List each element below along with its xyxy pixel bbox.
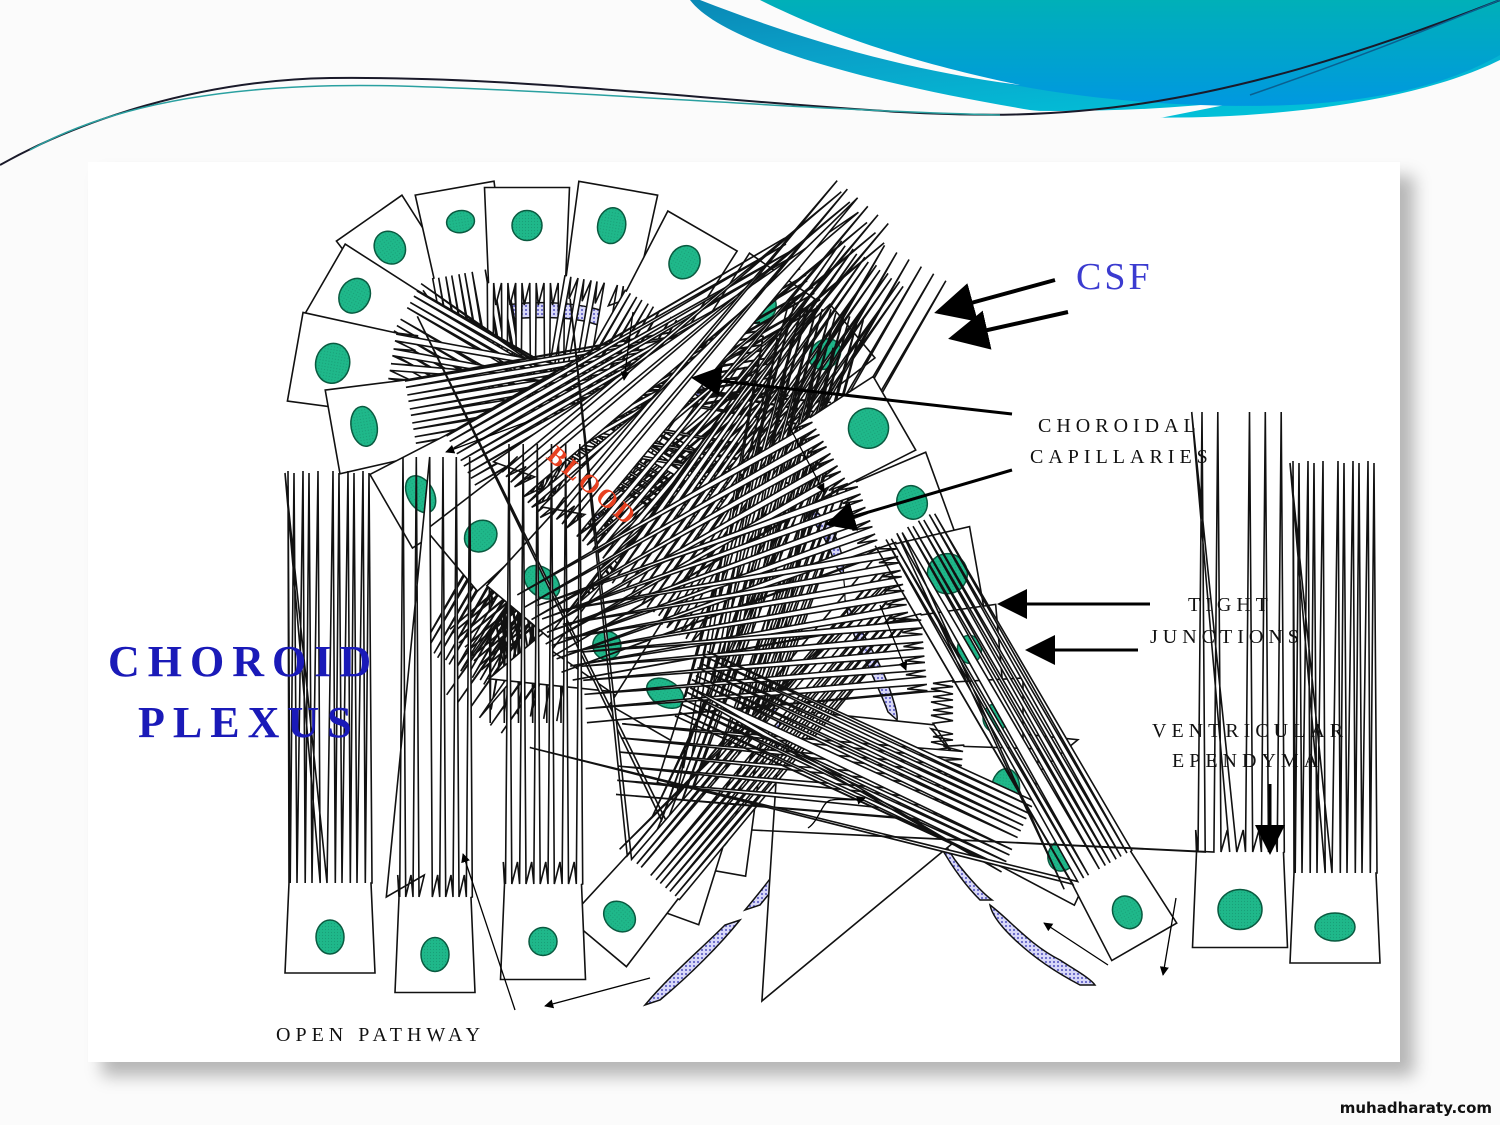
nucleus: [602, 900, 637, 933]
nucleus: [847, 407, 890, 449]
banner-line-2: [29, 84, 1001, 151]
cell-membrane: [499, 443, 587, 981]
csf-arrow: [934, 278, 1056, 322]
open-pathway-arrow: [461, 853, 516, 1011]
epithelial-cell: [516, 375, 917, 658]
nucleus: [1314, 912, 1356, 942]
nucleus: [350, 405, 379, 447]
open-pathway-arrow: [807, 795, 866, 829]
capillary-segment: [988, 903, 1097, 986]
csf-label: CSF: [1076, 256, 1153, 298]
epithelial-cells: [284, 180, 1381, 1003]
banner-wave-white: [0, 50, 1250, 170]
csf-arrow: [948, 310, 1069, 350]
cell-membrane: [560, 525, 986, 681]
title-choroid: CHOROID: [108, 637, 380, 686]
epithelial-cell: [1289, 460, 1381, 964]
nucleus: [314, 342, 351, 385]
cell-membrane: [385, 456, 476, 994]
epithelial-cell: [284, 470, 376, 974]
capillary-segment: [642, 918, 743, 1007]
cell-membrane: [284, 470, 376, 974]
title-plexus: PLEXUS: [138, 698, 360, 747]
epithelial-cell: [751, 411, 1289, 949]
choroidal-capillaries-label: CAPILLARIES: [1030, 446, 1213, 468]
flow-arrow: [879, 604, 908, 671]
open-pathway-label: OPEN PATHWAY: [276, 1024, 486, 1046]
banner-line-1: [0, 0, 1500, 166]
slide-banner: [0, 0, 1500, 180]
banner-white-swoosh: [700, 0, 1020, 85]
flow-arrow: [1043, 922, 1109, 966]
flow-arrow: [1159, 897, 1177, 976]
nucleus: [596, 207, 627, 245]
nucleus: [420, 936, 450, 973]
nucleus: [445, 209, 476, 234]
arrows: [445, 278, 1285, 1011]
flow-arrow: [445, 419, 533, 454]
epithelial-cell: [385, 456, 476, 994]
nucleus: [1217, 888, 1263, 931]
ventricular-ependyma-label: VENTRICULAR: [1152, 720, 1349, 742]
nucleus: [511, 209, 543, 242]
cell-membrane: [516, 375, 917, 658]
nucleus: [338, 277, 372, 314]
nucleus: [463, 519, 498, 553]
nucleus: [373, 230, 407, 265]
capillaries-pointer-arrow: [825, 468, 1013, 531]
watermark: muhadharaty.com: [1339, 1099, 1492, 1117]
choroidal-capillaries-label: CHOROIDAL: [1038, 415, 1201, 437]
open-pathway-arrow: [544, 977, 651, 1009]
epithelial-cell: [499, 443, 587, 981]
flow-arrow: [620, 311, 634, 381]
tight-junctions-label: TIGHT: [1188, 594, 1273, 616]
tight-junctions-label: JUNCTIONS: [1150, 626, 1304, 648]
nucleus: [315, 919, 345, 955]
cell-membrane: [1289, 460, 1381, 964]
nucleus: [896, 484, 929, 520]
nucleus: [528, 926, 558, 957]
cell-membrane: [580, 603, 1004, 724]
ventricular-ependyma-label: EPENDYMA: [1172, 750, 1324, 772]
banner-wave-right: [740, 0, 1500, 106]
flow-arrow: [787, 423, 825, 493]
capillaries-pointer-arrow: [691, 366, 1013, 416]
banner-line-3: [1249, 0, 1500, 96]
nucleus: [1111, 895, 1143, 930]
nucleus: [668, 244, 701, 280]
